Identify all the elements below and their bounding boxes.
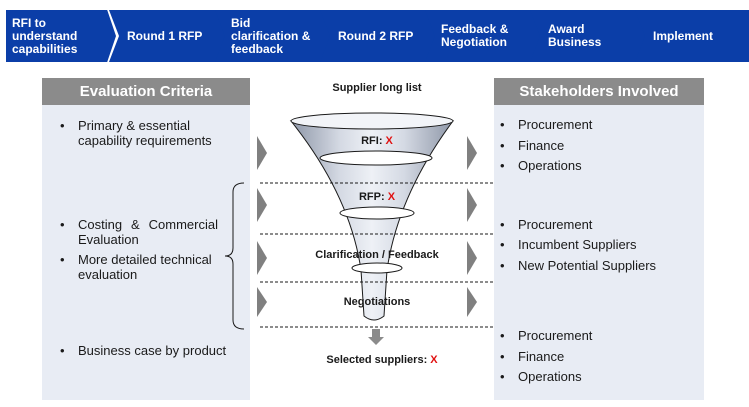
chevron-right-icon (467, 241, 477, 275)
bullet-dot: • (60, 217, 65, 232)
funnel-stage-clarification-label: Clarification / Feedback (315, 249, 439, 261)
evaluation-item: • Business case by product (60, 343, 242, 358)
process-steps: RFI to understand capabilities Round 1 R… (6, 10, 749, 62)
evaluation-item-line: More detailed technical (78, 252, 212, 267)
process-step-line: Round 2 RFP (338, 28, 414, 43)
process-step-bid-clarification: Bid clarification & feedback (215, 10, 338, 62)
bullet-dot: • (60, 252, 65, 267)
chevron-right-icon (467, 287, 477, 317)
bullet-dot: • (500, 369, 505, 384)
process-step-line: Feedback & (441, 22, 509, 36)
process-step-line: Bid (231, 15, 251, 30)
chevron-right-icon (257, 188, 267, 222)
selected-suppliers-label: Selected suppliers: X (326, 354, 438, 366)
stakeholder-label: Operations (518, 158, 582, 173)
stakeholder-item: • Procurement (500, 117, 700, 132)
stakeholder-item: • Operations (500, 369, 700, 384)
process-step-line: Negotiation (441, 35, 507, 49)
stage-mark: X (386, 135, 394, 147)
process-step-award-business: Award Business (530, 10, 655, 62)
evaluation-criteria-title: Evaluation Criteria (42, 78, 250, 105)
funnel-rim-clarification (351, 262, 403, 274)
chevron-right-icon (257, 287, 267, 317)
stakeholders-panel: Stakeholders Involved • Procurement • Fina… (494, 78, 704, 400)
process-step-line: Business (548, 35, 602, 49)
process-step-line: capabilities (12, 41, 78, 56)
funnel-stage-negotiations-label: Negotiations (344, 296, 411, 308)
stage-label: RFI: (361, 135, 385, 147)
stakeholder-label: Procurement (518, 328, 593, 343)
stakeholder-label: Procurement (518, 217, 593, 232)
bullet-dot: • (60, 343, 65, 358)
process-step-round2-rfp: Round 2 RFP (320, 10, 445, 62)
process-step-line: understand (12, 28, 78, 43)
funnel-stage-rfi-label: RFI: X (361, 135, 393, 147)
stage-label: RFP: (359, 191, 388, 203)
process-step-line: Implement (653, 28, 714, 43)
stage-mark: X (388, 191, 396, 203)
chevron-right-icon (467, 136, 477, 170)
evaluation-item-line: Primary & essential (78, 118, 190, 133)
evaluation-item: • Primary & essential capability require… (60, 118, 242, 148)
result-mark: X (430, 354, 438, 366)
funnel-top-label: Supplier long list (332, 82, 422, 94)
stakeholders-title: Stakeholders Involved (494, 78, 704, 105)
process-step-line: feedback (231, 41, 284, 56)
process-step-feedback-negotiation: Feedback & Negotiation (425, 10, 548, 62)
funnel-stage-rfp-label: RFP: X (359, 191, 396, 203)
bullet-dot: • (500, 138, 505, 153)
bullet-dot: • (500, 328, 505, 343)
stakeholder-label: Finance (518, 138, 565, 153)
evaluation-item: • Costing & Commercial Evaluation (60, 217, 218, 247)
arrow-down-icon (368, 329, 384, 345)
process-step-implement: Implement (635, 10, 749, 62)
process-step-line: Round 1 RFP (127, 28, 203, 43)
stakeholder-item: • Procurement (500, 328, 700, 343)
brace-icon (224, 182, 245, 330)
funnel-rim-top (290, 112, 454, 130)
stakeholder-item: • Procurement (500, 217, 700, 232)
evaluation-criteria-panel: Evaluation Criteria • Primary & essentia… (42, 78, 250, 400)
bullet-dot: • (60, 118, 65, 133)
stakeholder-label: New Potential Suppliers (518, 258, 657, 273)
stakeholder-item: • Incumbent Suppliers (500, 237, 700, 252)
stakeholder-item: • Operations (500, 158, 700, 173)
stakeholder-label: Incumbent Suppliers (518, 237, 637, 252)
stakeholder-label: Procurement (518, 117, 593, 132)
evaluation-item-line: Evaluation (78, 232, 139, 247)
evaluation-item-line: capability requirements (78, 133, 212, 148)
chevron-right-icon (257, 241, 267, 275)
bullet-dot: • (500, 349, 505, 364)
funnel-rim-rfp (339, 206, 415, 220)
bullet-dot: • (500, 237, 505, 252)
funnel-rim-rfi (319, 150, 433, 166)
stakeholder-item: • Finance (500, 138, 700, 153)
stakeholder-label: Operations (518, 369, 582, 384)
process-step-rfi: RFI to understand capabilities (6, 10, 116, 62)
result-label: Selected suppliers: (326, 354, 430, 366)
evaluation-item: • More detailed technical evaluation (60, 252, 242, 282)
stakeholder-item: • Finance (500, 349, 700, 364)
process-step-round1-rfp: Round 1 RFP (109, 10, 234, 62)
process-step-line: Award (548, 22, 585, 36)
chevron-right-icon (467, 188, 477, 222)
evaluation-item-line: evaluation (78, 267, 138, 282)
stakeholder-label: Finance (518, 349, 565, 364)
process-step-line: RFI to (12, 15, 46, 30)
chevron-right-icon (257, 136, 267, 170)
bullet-dot: • (500, 258, 505, 273)
process-step-line: clarification & (231, 28, 311, 43)
bullet-dot: • (500, 217, 505, 232)
evaluation-item-line: Costing & Commercial (78, 217, 218, 232)
stakeholder-item: • New Potential Suppliers (500, 258, 700, 273)
bullet-dot: • (500, 117, 505, 132)
bullet-dot: • (500, 158, 505, 173)
evaluation-item-line: Business case by product (78, 343, 227, 358)
